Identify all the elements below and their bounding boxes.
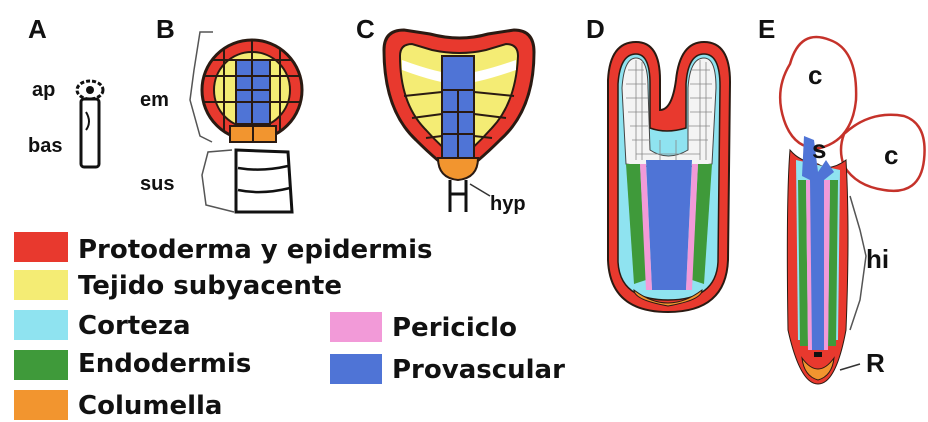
label-em: em bbox=[140, 89, 169, 111]
panel-a: A ap bas bbox=[28, 14, 103, 167]
label-c1: c bbox=[808, 60, 822, 90]
label-sus: sus bbox=[140, 173, 174, 195]
label-s: s bbox=[812, 134, 826, 164]
legend-swatch-subyacente bbox=[14, 270, 68, 300]
label-c2: c bbox=[884, 140, 898, 170]
label-hyp: hyp bbox=[490, 193, 526, 215]
legend-label-columella: Columella bbox=[78, 391, 222, 421]
label-bas: bas bbox=[28, 135, 62, 157]
legend-swatch-provascular bbox=[330, 354, 382, 384]
legend-swatch-endodermis bbox=[14, 350, 68, 380]
legend-swatch-columella bbox=[14, 390, 68, 420]
panel-d: D bbox=[586, 14, 730, 312]
label-ap: ap bbox=[32, 79, 55, 101]
panel-c: C hyp bbox=[356, 14, 534, 215]
panel-c-letter: C bbox=[356, 14, 375, 44]
hi-bracket bbox=[850, 196, 866, 330]
basal-cell bbox=[81, 99, 99, 167]
panel-b: B em sus bbox=[140, 14, 302, 212]
b-suspensor bbox=[236, 150, 292, 212]
legend-label-periciclo: Periciclo bbox=[392, 313, 517, 343]
hyp-pointer bbox=[470, 184, 490, 196]
legend-label-provascular: Provascular bbox=[392, 355, 565, 385]
legend-label-endodermis: Endodermis bbox=[78, 349, 251, 379]
legend-swatch-corteza bbox=[14, 310, 68, 340]
sus-bracket bbox=[202, 150, 234, 212]
legend-swatch-protoderma bbox=[14, 232, 68, 262]
panel-a-letter: A bbox=[28, 14, 47, 44]
label-hi: hi bbox=[866, 244, 889, 274]
r-pointer bbox=[840, 364, 860, 370]
legend-label-corteza: Corteza bbox=[78, 311, 191, 341]
panel-e-letter: E bbox=[758, 14, 775, 44]
label-r: R bbox=[866, 348, 885, 378]
panel-b-letter: B bbox=[156, 14, 175, 44]
e-root-tip-mark bbox=[814, 352, 822, 357]
legend: Protoderma y epidermis Tejido subyacente… bbox=[14, 232, 565, 421]
c-hypophysis bbox=[438, 158, 478, 180]
c-suspensor bbox=[450, 180, 466, 212]
legend-label-protoderma: Protoderma y epidermis bbox=[78, 235, 433, 265]
legend-label-subyacente: Tejido subyacente bbox=[78, 271, 342, 301]
panel-d-letter: D bbox=[586, 14, 605, 44]
e-cotyledon-2 bbox=[841, 115, 925, 191]
apical-nucleus bbox=[86, 86, 94, 94]
panel-e: E c c s hi R bbox=[758, 14, 925, 384]
e-cotyledon-1 bbox=[780, 37, 856, 148]
legend-swatch-periciclo bbox=[330, 312, 382, 342]
d-provascular bbox=[646, 160, 692, 290]
